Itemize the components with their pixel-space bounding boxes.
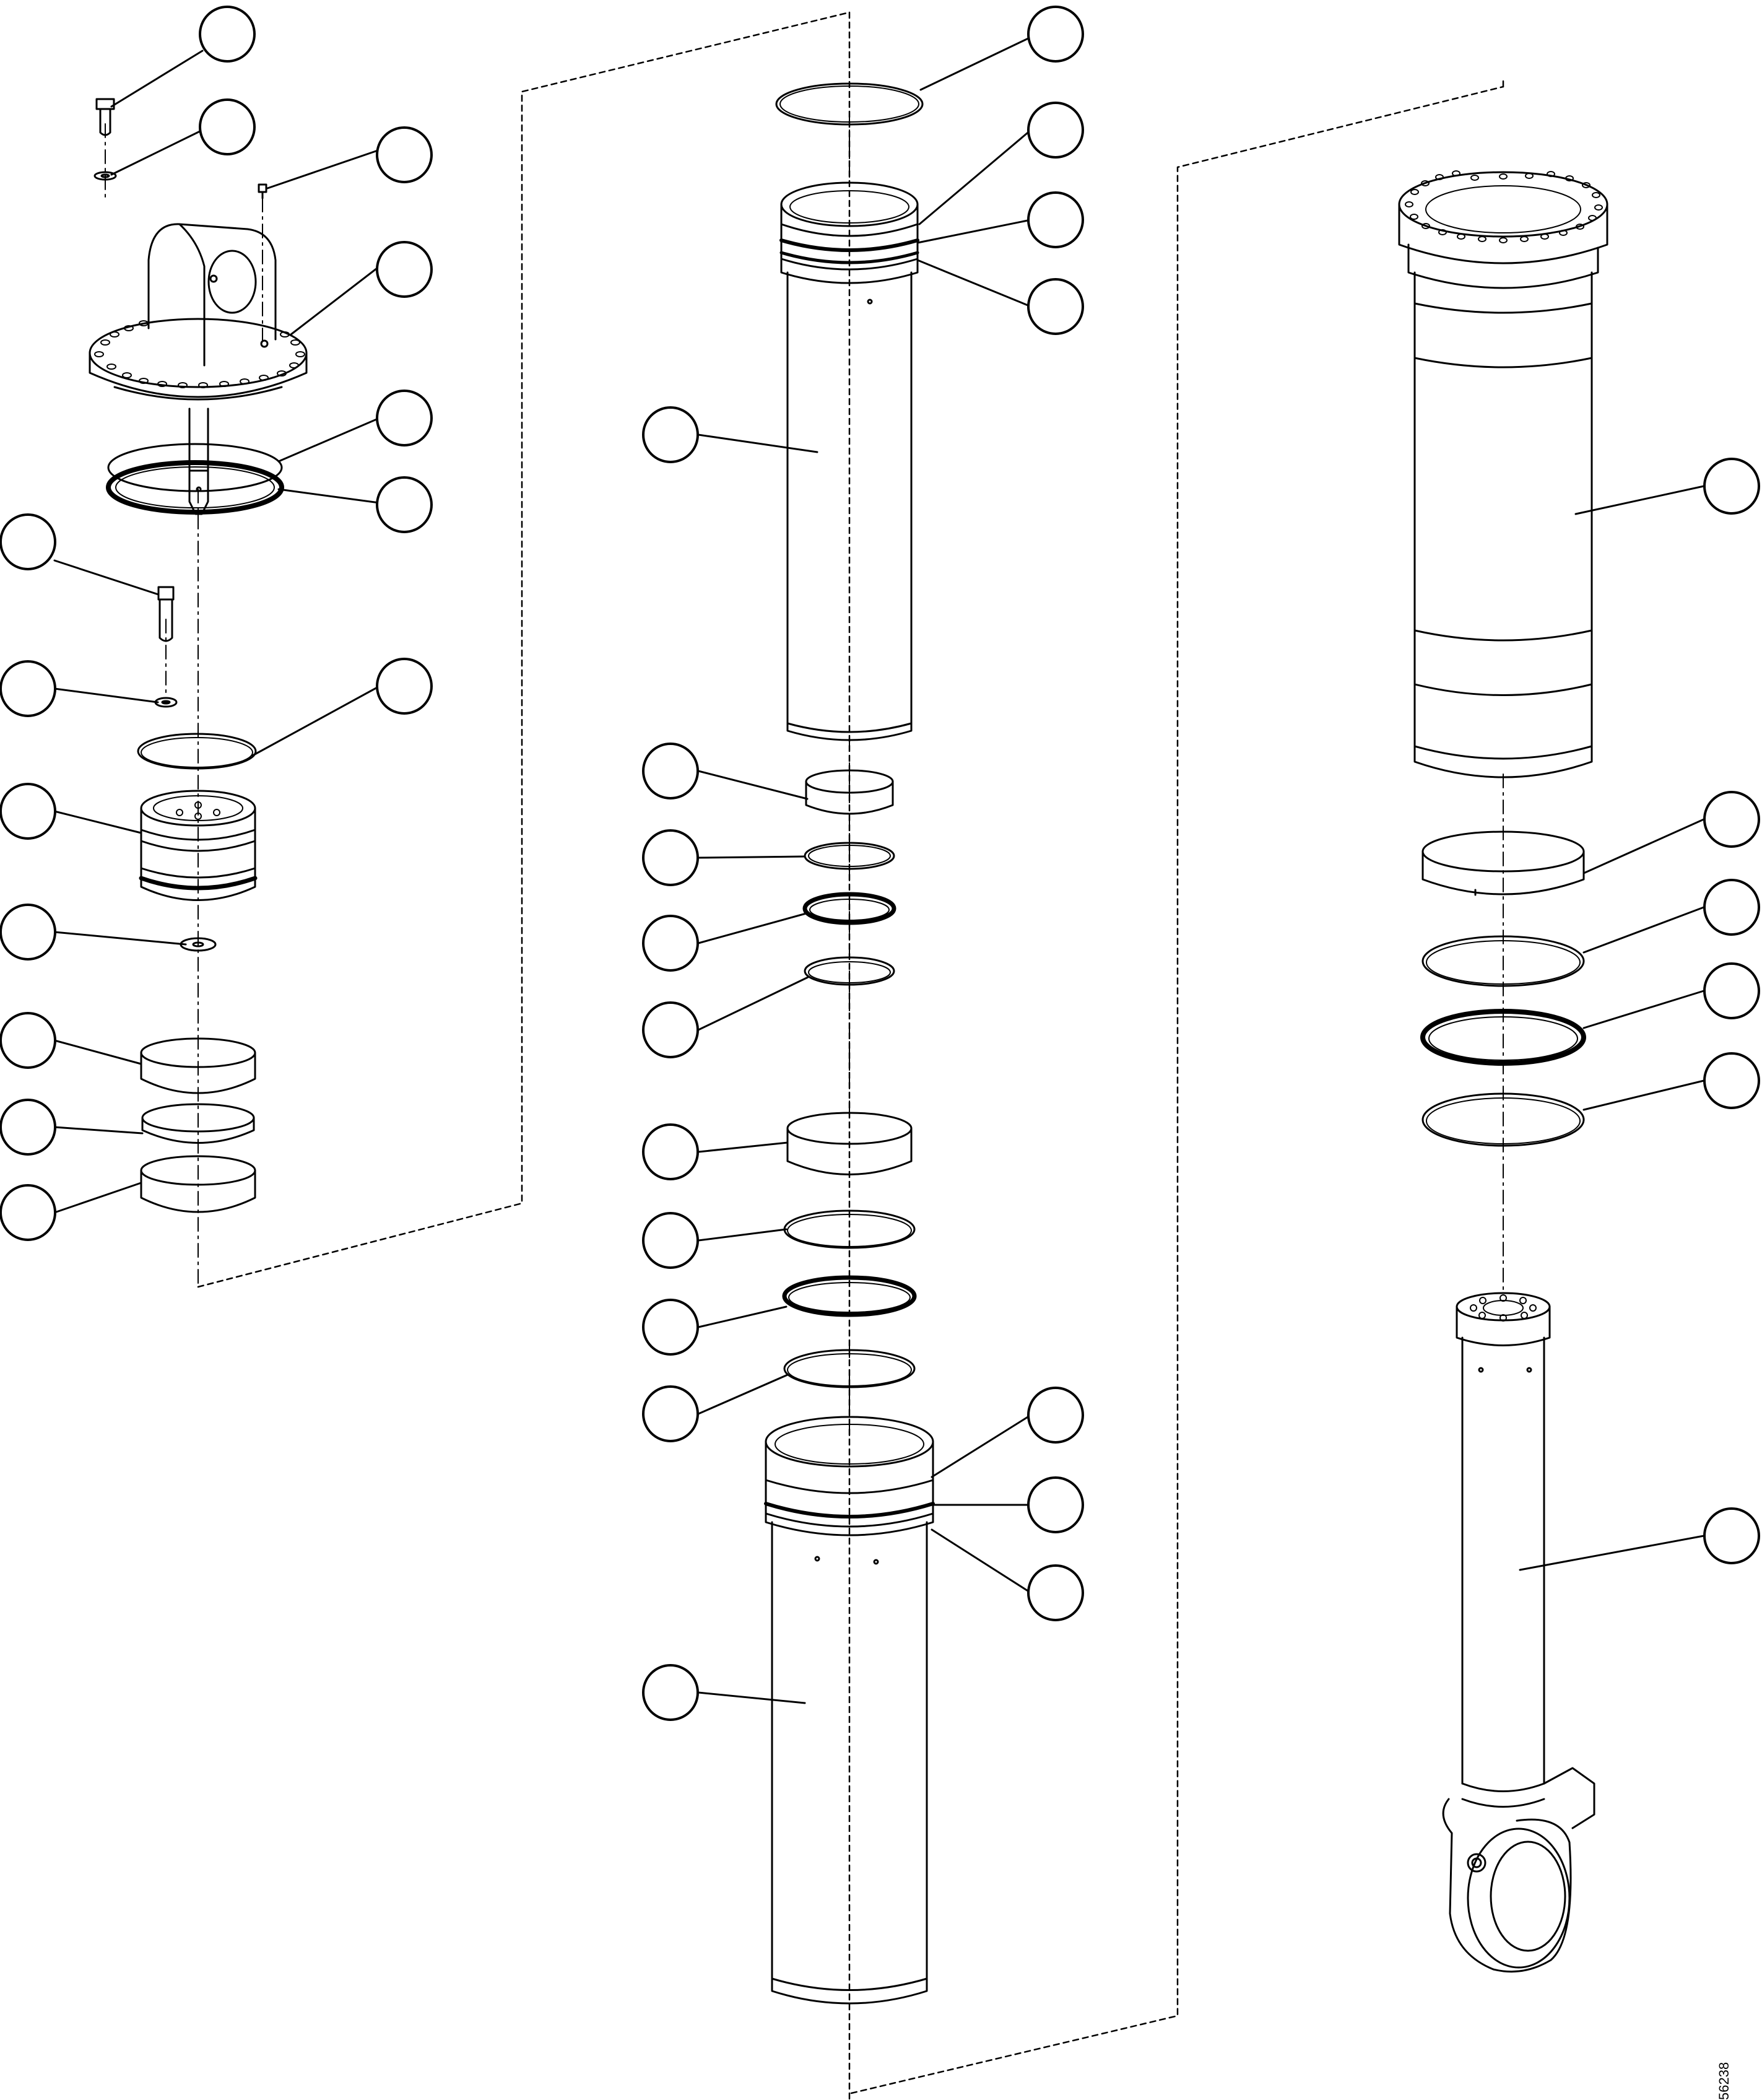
callout-bubble-c33 [1703, 791, 1760, 848]
piston-seal-ring [137, 733, 257, 770]
stage1-o-ring [802, 892, 896, 925]
piston-seal-2 [141, 1103, 255, 1144]
piston-rod-eye [1442, 1292, 1595, 1973]
piston-wear-band-1 [140, 1037, 256, 1094]
callout-bubble-c32 [1703, 458, 1760, 515]
leader-lines [53, 36, 1705, 1704]
piston [139, 790, 258, 901]
head-backup-ring [107, 443, 283, 492]
callout-bubble-c2 [199, 98, 256, 155]
callout-bubble-c20 [642, 743, 699, 799]
assembly-boundary-lines [197, 11, 1504, 2100]
stage2-o-ring [782, 1275, 917, 1317]
callout-bubble-c36 [1703, 1052, 1760, 1109]
callout-bubble-c11 [0, 904, 56, 961]
head-o-ring [106, 460, 284, 515]
callout-bubble-c30 [1027, 1564, 1084, 1621]
callout-bubble-c12 [0, 1012, 56, 1069]
piston-bolt [157, 586, 175, 642]
barrel-o-ring [1420, 1009, 1586, 1066]
head-bolt [95, 98, 115, 136]
barrel-wear-band [1421, 830, 1585, 896]
stage2-backup-ring [783, 1349, 916, 1388]
stage1-backup-ring [804, 956, 895, 986]
callout-bubble-c7 [0, 513, 56, 570]
callout-bubble-c28 [1027, 1387, 1084, 1444]
callout-bubble-c13 [0, 1099, 56, 1156]
stage2-tube [764, 1416, 935, 2005]
callout-bubbles [0, 6, 1760, 1721]
head-bolt-washer [93, 171, 117, 181]
cylinder-head-clevis [89, 223, 308, 515]
callout-bubble-c22 [642, 915, 699, 972]
callout-bubble-c27 [642, 1385, 699, 1442]
callout-bubble-c6 [376, 476, 433, 533]
callout-bubble-c31 [642, 1664, 699, 1721]
stage2-wear-band [786, 1112, 913, 1175]
callout-bubble-c19 [642, 406, 699, 463]
callout-bubble-c26 [642, 1299, 699, 1356]
barrel-rod-seal [1421, 935, 1585, 987]
callout-bubble-c25 [642, 1212, 699, 1269]
callout-bubble-c23 [642, 1001, 699, 1058]
callout-bubble-c5 [376, 390, 433, 447]
callout-bubble-c9 [376, 658, 433, 715]
grease-fitting [258, 183, 267, 199]
callout-bubble-c37 [1703, 1507, 1760, 1564]
piston-wear-band-2 [140, 1155, 256, 1213]
stage1-wear-band [805, 769, 894, 815]
stage1-tube [779, 181, 919, 741]
callout-bubble-c4 [376, 241, 433, 298]
callout-bubble-c24 [642, 1123, 699, 1180]
callout-bubble-c29 [1027, 1476, 1084, 1533]
outer-barrel [1398, 170, 1608, 778]
callout-bubble-c3 [376, 126, 433, 183]
callout-bubble-c21 [642, 829, 699, 886]
callout-bubble-c18 [1027, 278, 1084, 335]
callout-bubble-c14 [0, 1184, 56, 1241]
drawing-number: 56238 [1716, 2062, 1732, 2100]
callout-bubble-c17 [1027, 191, 1084, 248]
stage1-top-seal [775, 82, 924, 126]
callout-bubble-c16 [1027, 102, 1084, 159]
callout-bubble-c34 [1703, 879, 1760, 936]
barrel-backup-ring [1421, 1092, 1585, 1147]
callout-bubble-c10 [0, 783, 56, 840]
callout-bubble-c8 [0, 660, 56, 717]
callout-bubble-c15 [1027, 6, 1084, 63]
callout-bubble-c35 [1703, 962, 1760, 1019]
callout-bubble-c1 [199, 6, 256, 63]
